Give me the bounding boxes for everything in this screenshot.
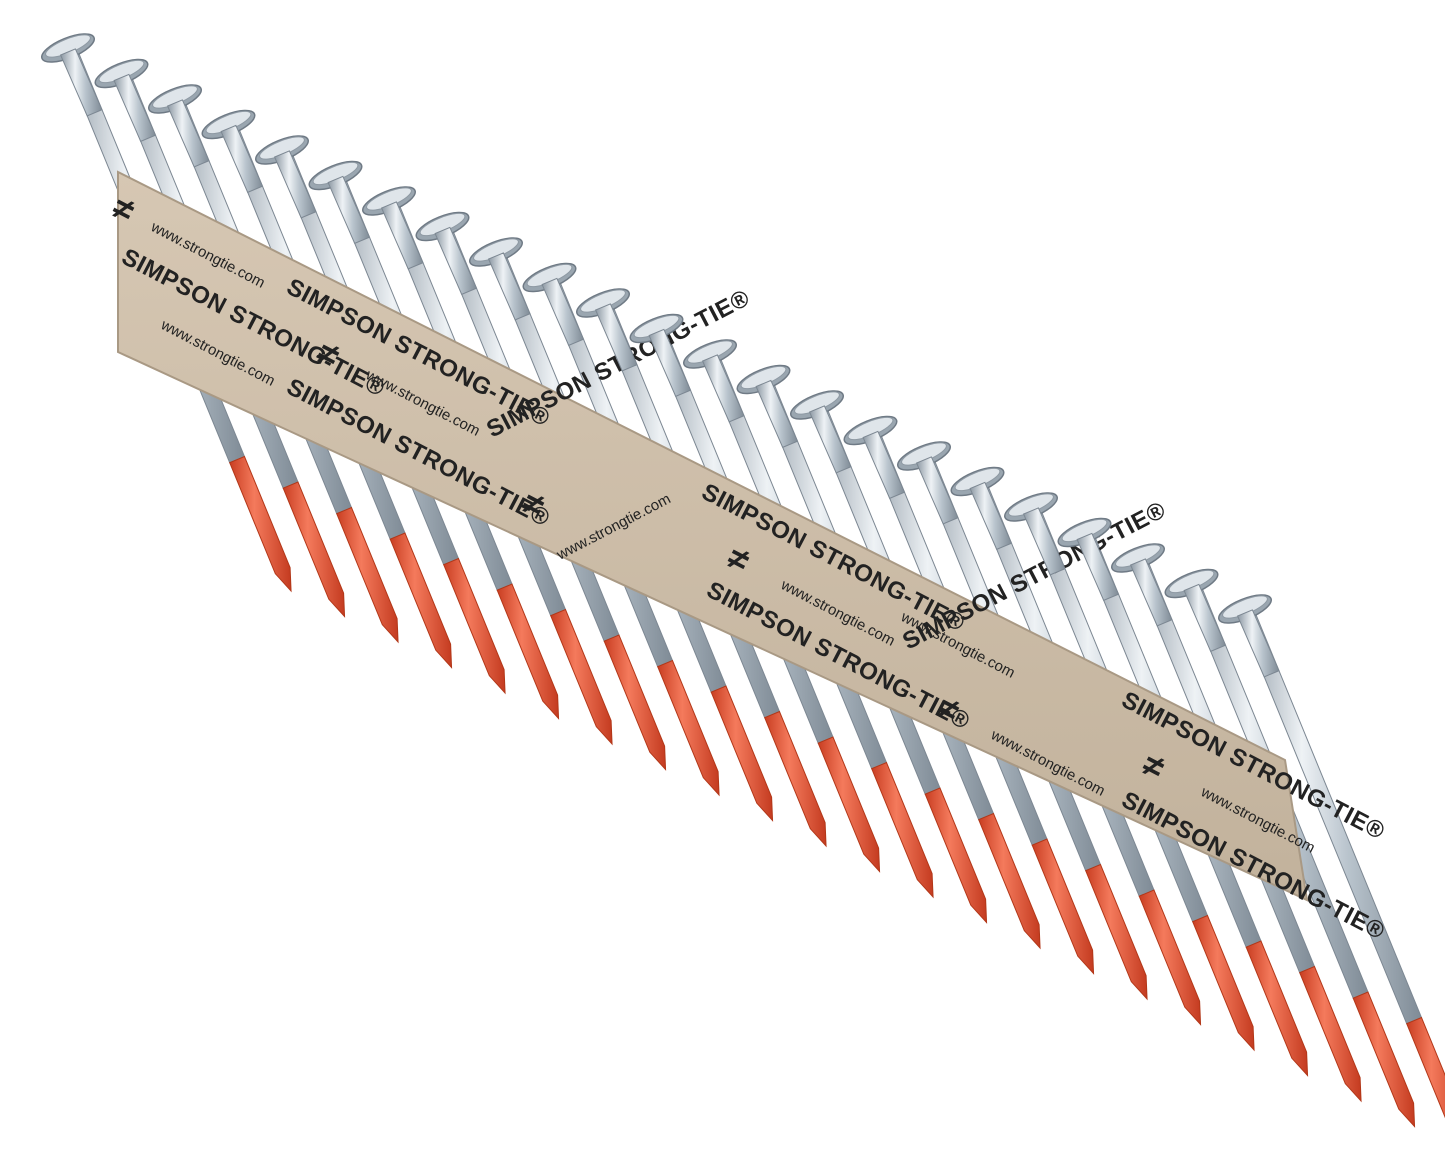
nail-head [1004, 492, 1066, 576]
nail-tip-coating [603, 634, 667, 771]
nail-head [790, 390, 852, 474]
nail-head [94, 58, 157, 142]
nail-tip-coating [764, 710, 827, 848]
nail-tip-coating [924, 787, 988, 924]
nail-head [1218, 594, 1280, 678]
nail-head [362, 186, 424, 270]
nail-tip-coating [1406, 1016, 1445, 1119]
nail-head [576, 288, 638, 372]
nail-tip-coating [229, 455, 292, 593]
nail-head [897, 441, 959, 525]
nail-head [1164, 568, 1227, 652]
nail-tip-coating [336, 506, 399, 644]
paper-strip-band [117, 170, 1309, 902]
nail-tip-coating [1085, 863, 1148, 1001]
nail-tip-coating [871, 761, 934, 899]
collation-paper-strip: SIMPSON STRONG-TIE® www.strongtie.com ≠ … [106, 170, 1389, 945]
nail-tip-coating [496, 583, 560, 720]
nail-head [1111, 543, 1173, 627]
nail-head [950, 466, 1013, 550]
nail-tip-coating [657, 659, 720, 797]
nail-head [255, 135, 317, 219]
nail-tip-coating [1031, 838, 1095, 975]
nail-tip-coating [1138, 889, 1202, 1026]
nail-heads-upper [41, 33, 1280, 678]
nail-tip-coating [817, 736, 881, 873]
nail-head [415, 211, 478, 295]
nail-tip-coating [550, 608, 613, 746]
nail-tip-coating [1192, 914, 1255, 1052]
nail-head [1057, 517, 1120, 601]
nail-head [629, 313, 692, 397]
nail-tip-coating [978, 812, 1041, 950]
nail-head [148, 84, 210, 168]
nail-tip-coating [282, 481, 346, 618]
nail-head [736, 364, 799, 448]
nail-head [201, 109, 264, 193]
nail-tip-coating [443, 557, 506, 695]
nail-head [683, 339, 745, 423]
nail-head [843, 415, 906, 499]
nail-head [469, 237, 531, 321]
nail-tip-coating [1299, 965, 1362, 1103]
nail-tip-coating [389, 532, 453, 669]
nail-head [522, 262, 585, 346]
nail-head [308, 160, 371, 244]
nail-head [41, 33, 103, 117]
nail-tip-coating [710, 685, 774, 822]
nail-tip-coating [1245, 940, 1309, 1077]
nail-tip-coating [1352, 991, 1416, 1128]
